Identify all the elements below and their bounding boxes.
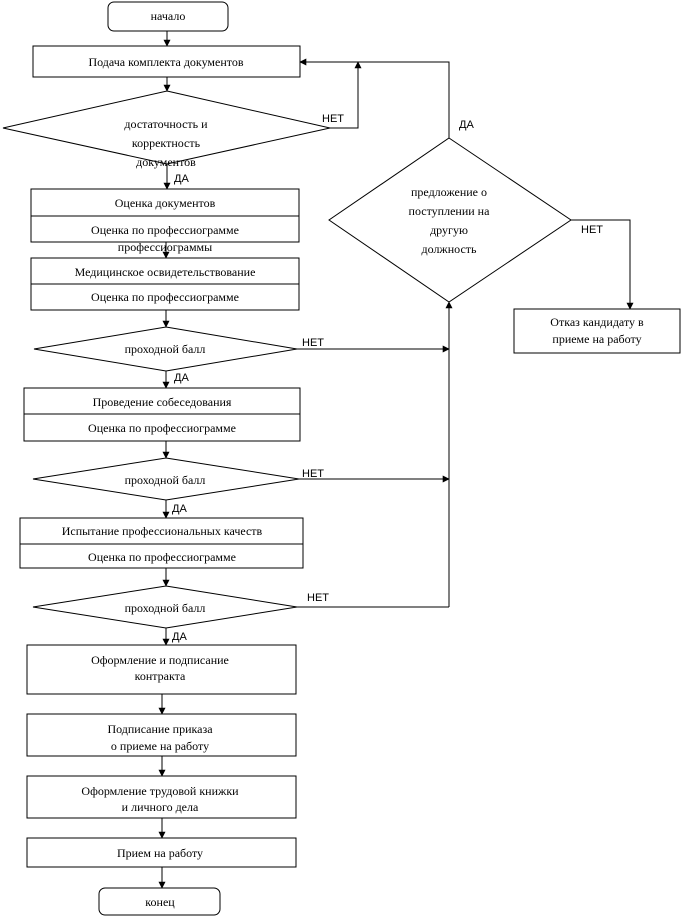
other-yes-label: ДА [459, 119, 474, 131]
prof-test-prof-label: Оценка по профессиограмме [88, 550, 236, 564]
workbook-label-2: и личного дела [122, 800, 199, 814]
check-no-label: НЕТ [322, 113, 344, 125]
pass-score-3-decision: проходной балл [32, 585, 298, 629]
end-terminal: конец [98, 887, 221, 916]
medical-prof-label: Оценка по профессиограмме [91, 290, 239, 304]
doc-check-label-3: документов [136, 155, 196, 169]
workbook-label-1: Оформление трудовой книжки [81, 784, 239, 798]
contract-label-2: контракта [135, 669, 186, 683]
score2-yes-label: ДА [172, 503, 187, 515]
check-yes-label: ДА [174, 173, 189, 185]
other-position-label-4: должность [422, 242, 478, 256]
prof-test-label: Испытание профессиональных качеств [62, 524, 263, 538]
interview-prof-label: Оценка по профессиограмме [88, 421, 236, 435]
reject-label-1: Отказ кандидату в [550, 315, 644, 329]
contract-step: Оформление и подписание контракта [26, 644, 297, 695]
other-position-label-3: другую [430, 223, 468, 237]
pass-score-2-decision: проходной балл [32, 457, 300, 501]
order-step: Подписание приказа о приеме на работу [26, 713, 297, 757]
score3-no-label: НЕТ [307, 592, 329, 604]
edge-labels: НЕТ ДА ДА НЕТ НЕТ ДА НЕТ ДА НЕТ ДА [172, 113, 603, 643]
pass-score-3-label: проходной балл [125, 601, 206, 615]
medical-group: Медицинское освидетельствование Оценка п… [30, 257, 300, 311]
workbook-step: Оформление трудовой книжки и личного дел… [26, 775, 297, 819]
doc-check-label-1: достаточность и [124, 117, 208, 131]
other-position-label-2: поступлении на [409, 204, 491, 218]
doc-prof-label-2: профессиограммы [118, 240, 212, 254]
doc-check-decision: достаточность и корректность документов [2, 90, 331, 169]
pass-score-2-label: проходной балл [125, 473, 206, 487]
other-no-label: НЕТ [581, 224, 603, 236]
connectors [158, 31, 634, 889]
prof-test-group: Испытание профессиональных качеств Оценк… [19, 517, 304, 569]
edge-other-no [571, 219, 634, 310]
edge-other-yes [299, 58, 450, 138]
submit-docs-step: Подача комплекта документов [32, 45, 301, 78]
start-terminal: начало [107, 1, 229, 32]
doc-check-label-2: корректность [132, 136, 201, 150]
doc-eval-label: Оценка документов [115, 196, 216, 210]
score3-yes-label: ДА [172, 631, 187, 643]
order-label-1: Подписание приказа [107, 722, 213, 736]
doc-prof-label: Оценка по профессиограмме [91, 223, 239, 237]
submit-docs-label: Подача комплекта документов [88, 55, 243, 69]
score2-no-label: НЕТ [302, 468, 324, 480]
medical-label: Медицинское освидетельствование [75, 265, 256, 279]
score1-yes-label: ДА [174, 372, 189, 384]
hired-step: Прием на работу [26, 837, 297, 868]
interview-label: Проведение собеседования [93, 395, 232, 409]
order-label-2: о приеме на работу [111, 739, 209, 753]
score1-no-label: НЕТ [302, 337, 324, 349]
start-label: начало [151, 9, 186, 23]
pass-score-1-decision: проходной балл [33, 326, 298, 372]
edge-check-no [330, 61, 362, 129]
other-position-label-1: предложение о [411, 185, 487, 199]
pass-score-1-label: проходной балл [125, 342, 206, 356]
hired-label: Прием на работу [117, 846, 203, 860]
reject-step: Отказ кандидату в приеме на работу [513, 308, 681, 354]
doc-eval-group: Оценка документов Оценка по профессиогра… [30, 188, 300, 254]
reject-label-2: приеме на работу [552, 332, 641, 346]
interview-group: Проведение собеседования Оценка по профе… [23, 387, 301, 442]
end-label: конец [145, 895, 175, 909]
contract-label-1: Оформление и подписание [91, 653, 229, 667]
other-position-decision: предложение о поступлении на другую долж… [328, 137, 572, 303]
